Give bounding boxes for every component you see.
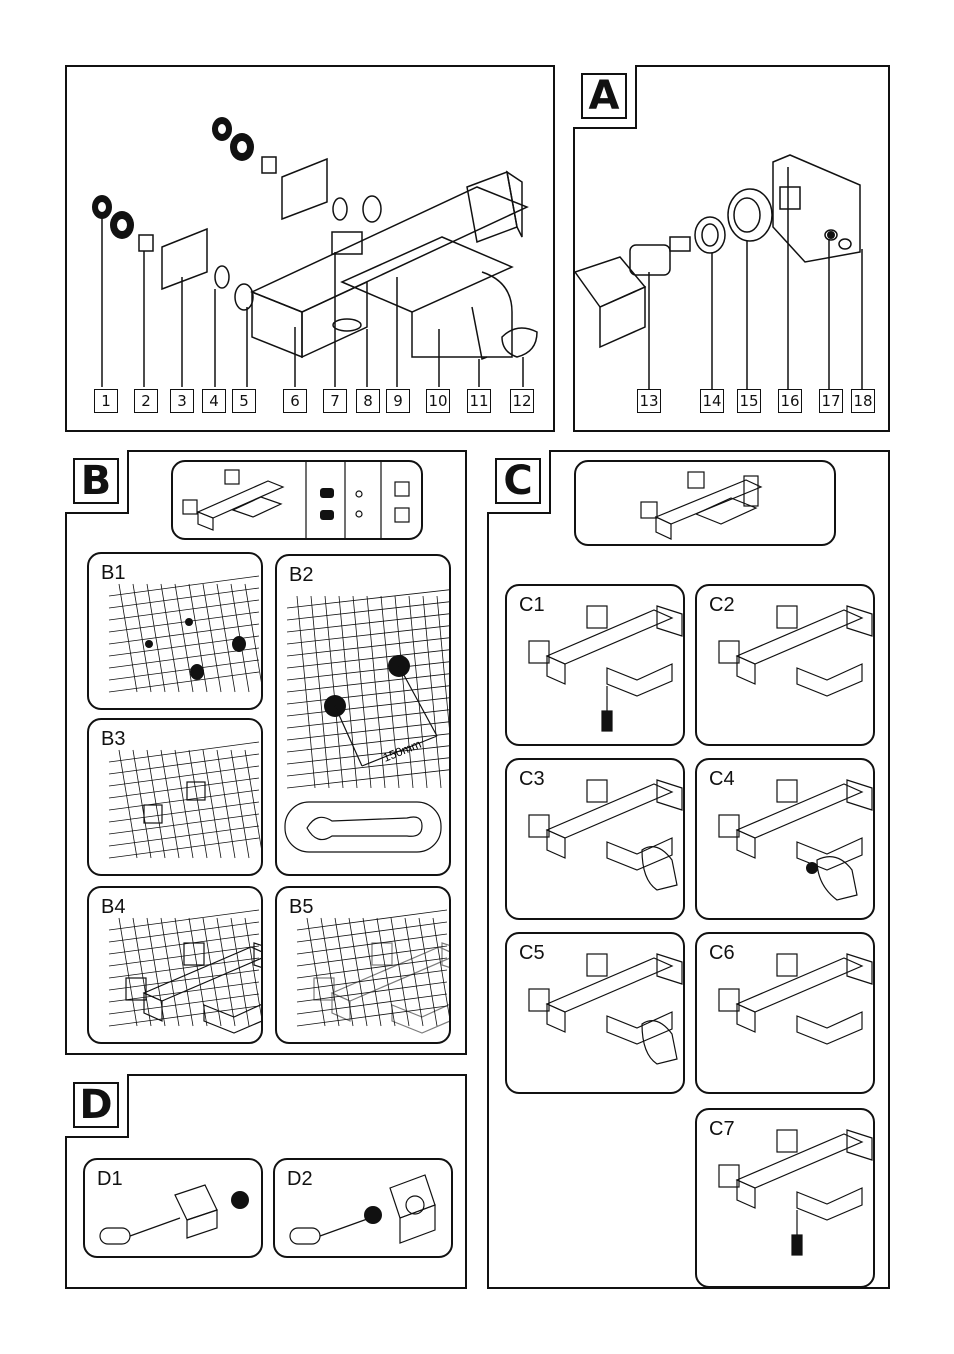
part-number-6: 6 bbox=[283, 389, 307, 413]
part-number-4: 4 bbox=[202, 389, 226, 413]
step-panel-b3: B3 bbox=[87, 718, 263, 876]
part-number-5: 5 bbox=[232, 389, 256, 413]
step-label: B5 bbox=[289, 896, 314, 918]
part-number-12: 12 bbox=[510, 389, 534, 413]
c-overview bbox=[574, 460, 836, 546]
step-label: C3 bbox=[519, 768, 545, 790]
step-panel-d2: D2 bbox=[273, 1158, 453, 1258]
main-exploded-illustration bbox=[92, 117, 538, 387]
part-number-14: 14 bbox=[700, 389, 724, 413]
section-c: C C1 C2 C3 C4 C5 C6 C7 bbox=[487, 450, 890, 1289]
step-label: B2 bbox=[289, 564, 314, 586]
section-d: D D1 D2 bbox=[65, 1074, 467, 1289]
step-label: D1 bbox=[97, 1168, 123, 1190]
part-number-9: 9 bbox=[386, 389, 410, 413]
step-panel-c1: C1 bbox=[505, 584, 685, 746]
step-panel-c3: C3 bbox=[505, 758, 685, 920]
part-number-17: 17 bbox=[819, 389, 843, 413]
section-c-label-box: C bbox=[487, 450, 551, 514]
part-number-10: 10 bbox=[426, 389, 450, 413]
step-label: B3 bbox=[101, 728, 126, 750]
step-panel-c5: C5 bbox=[505, 932, 685, 1094]
step-label: D2 bbox=[287, 1168, 313, 1190]
part-number-2: 2 bbox=[134, 389, 158, 413]
section-d-letter: D bbox=[73, 1082, 119, 1128]
step-panel-b4: B4 bbox=[87, 886, 263, 1044]
step-label: C1 bbox=[519, 594, 545, 616]
part-number-18: 18 bbox=[851, 389, 875, 413]
section-a: A 13 14 15 16 17 18 bbox=[573, 65, 890, 432]
part-number-7: 7 bbox=[323, 389, 347, 413]
step-label: C2 bbox=[709, 594, 735, 616]
step-label: C6 bbox=[709, 942, 735, 964]
section-b-label-box: B bbox=[65, 450, 129, 514]
section-b-letter: B bbox=[73, 458, 119, 504]
step-label: C4 bbox=[709, 768, 735, 790]
step-panel-c2: C2 bbox=[695, 584, 875, 746]
part-number-1: 1 bbox=[94, 389, 118, 413]
step-panel-b5: B5 bbox=[275, 886, 451, 1044]
step-panel-b1: B1 bbox=[87, 552, 263, 710]
step-label: C7 bbox=[709, 1118, 735, 1140]
step-panel-c7: C7 bbox=[695, 1108, 875, 1288]
section-a-label-box: A bbox=[573, 65, 637, 129]
step-panel-c4: C4 bbox=[695, 758, 875, 920]
part-number-3: 3 bbox=[170, 389, 194, 413]
step-label: C5 bbox=[519, 942, 545, 964]
step-label: B4 bbox=[101, 896, 126, 918]
part-number-13: 13 bbox=[637, 389, 661, 413]
step-panel-d1: D1 bbox=[83, 1158, 263, 1258]
section-c-letter: C bbox=[495, 458, 541, 504]
part-number-16: 16 bbox=[778, 389, 802, 413]
step-panel-c6: C6 bbox=[695, 932, 875, 1094]
section-d-label-box: D bbox=[65, 1074, 129, 1138]
part-number-11: 11 bbox=[467, 389, 491, 413]
section-a-illustration bbox=[575, 154, 863, 389]
part-number-8: 8 bbox=[356, 389, 380, 413]
part-number-15: 15 bbox=[737, 389, 761, 413]
step-label: B1 bbox=[101, 562, 126, 584]
section-a-letter: A bbox=[581, 73, 627, 119]
b-parts-overview bbox=[171, 460, 423, 540]
